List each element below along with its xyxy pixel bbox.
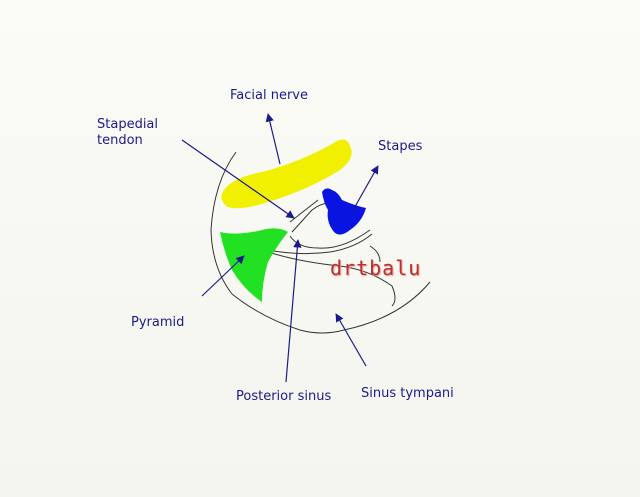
pointer-arrows xyxy=(181,113,379,383)
stapes-shape xyxy=(322,188,366,235)
outer-boundary xyxy=(210,151,431,334)
posterior-sinus-arrow xyxy=(285,239,302,383)
posterior-sinus-label: Posterior sinus xyxy=(236,389,332,404)
stapedial-tendon-arrow xyxy=(181,139,295,219)
stapes-label: Stapes xyxy=(378,139,423,154)
facial-nerve-label: Facial nerve xyxy=(230,88,308,103)
sinus-tick xyxy=(369,245,381,263)
ridge-line xyxy=(267,233,373,255)
watermark-text: drtbalu xyxy=(330,256,422,280)
pyramid-label: Pyramid xyxy=(131,315,185,330)
stapedial-tendon-label: Stapedial tendon xyxy=(97,117,159,148)
sinus-tympani-arrow xyxy=(335,313,367,367)
stapes-arrow xyxy=(351,165,379,213)
sinus-boundary xyxy=(267,251,396,307)
facial-nerve-arrow xyxy=(265,113,281,165)
inner-ridge xyxy=(289,229,371,249)
sinus-tympani-label: Sinus tympani xyxy=(361,386,454,401)
facial-nerve-shape xyxy=(221,139,352,209)
pyramid-shape xyxy=(220,228,288,302)
pyramid-arrow xyxy=(201,255,245,297)
